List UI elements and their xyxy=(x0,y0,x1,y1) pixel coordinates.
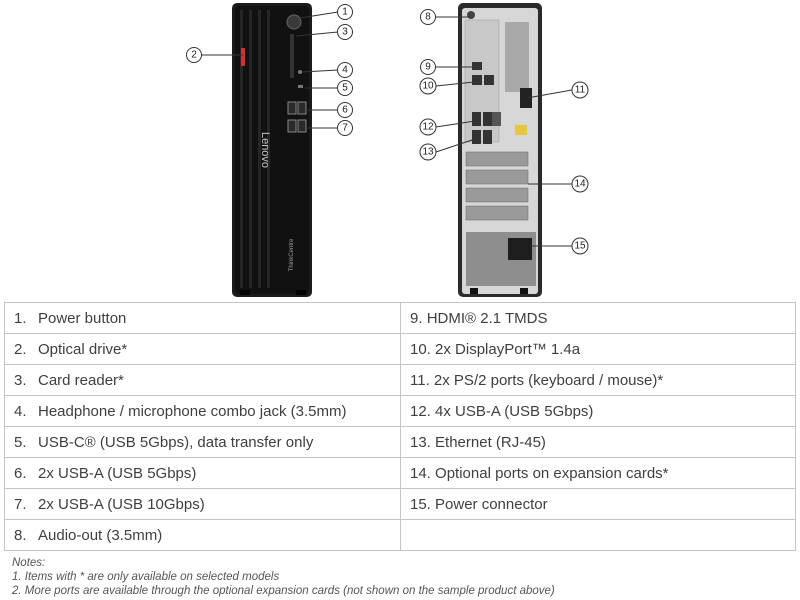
port-cell: 11. 2x PS/2 ports (keyboard / mouse)* xyxy=(400,364,796,396)
brand-front-text: Lenovo xyxy=(259,132,271,168)
svg-text:10: 10 xyxy=(422,81,434,92)
callout-1: 1 xyxy=(337,4,353,20)
port-label: Ethernet (RJ-45) xyxy=(435,433,546,451)
port-number: 15. xyxy=(410,495,431,513)
svg-text:6: 6 xyxy=(342,105,348,116)
port-cell: 3. Card reader* xyxy=(4,364,401,396)
port-label: 2x DisplayPort™ 1.4a xyxy=(435,340,581,358)
port-number: 13. xyxy=(410,433,431,451)
callout-5: 5 xyxy=(337,80,353,96)
port-number: 10. xyxy=(410,340,431,358)
svg-text:1: 1 xyxy=(342,7,348,18)
port-number: 2. xyxy=(14,340,27,358)
port-label: 2x USB-A (USB 10Gbps) xyxy=(38,495,205,513)
callout-11: 11 xyxy=(571,81,589,99)
callout-8: 8 xyxy=(420,9,436,25)
port-number: 9. xyxy=(410,309,423,327)
callout-14: 14 xyxy=(571,175,589,193)
svg-text:3: 3 xyxy=(342,27,348,38)
table-row: 1. Power button 9. HDMI® 2.1 TMDS xyxy=(4,302,796,334)
port-number: 5. xyxy=(14,433,27,451)
port-cell: 5. USB-C® (USB 5Gbps), data transfer only xyxy=(4,426,401,458)
table-row: 6. 2x USB-A (USB 5Gbps) 14. Optional port… xyxy=(4,457,796,489)
notes-heading: Notes: xyxy=(12,557,46,569)
product-port-diagram: Lenovo ThinkCentre xyxy=(186,3,589,297)
port-cell: 10. 2x DisplayPort™ 1.4a xyxy=(400,333,796,365)
table-row: 3. Card reader* 11. 2x PS/2 ports (keyboa… xyxy=(4,364,796,396)
port-number: 4. xyxy=(14,402,27,420)
port-label: Optical drive* xyxy=(38,340,128,358)
port-number: 1. xyxy=(14,309,27,327)
callout-12: 12 xyxy=(419,118,437,136)
port-label: Card reader* xyxy=(38,371,124,389)
port-label: USB-C® (USB 5Gbps), data transfer only xyxy=(38,433,314,451)
port-cell: 1. Power button xyxy=(4,302,401,334)
notes: Notes: 1. Items with * are only availabl… xyxy=(12,556,555,598)
port-number: 3. xyxy=(14,371,27,389)
callout-6: 6 xyxy=(337,102,353,118)
port-number: 14. xyxy=(410,464,431,482)
port-label: Optional ports on expansion cards* xyxy=(435,464,669,482)
svg-text:13: 13 xyxy=(422,147,434,158)
callout-9: 9 xyxy=(420,59,436,75)
svg-text:12: 12 xyxy=(422,122,434,133)
svg-text:8: 8 xyxy=(425,12,431,23)
port-label: Headphone / microphone combo jack (3.5mm… xyxy=(38,402,347,420)
port-number: 6. xyxy=(14,464,27,482)
note-line: 2. More ports are available through the … xyxy=(12,585,555,597)
rear-view xyxy=(458,3,542,297)
port-label: Power button xyxy=(38,309,127,327)
note-line: 1. Items with * are only available on se… xyxy=(12,571,280,583)
port-label: 2x USB-A (USB 5Gbps) xyxy=(38,464,197,482)
port-cell: 12. 4x USB-A (USB 5Gbps) xyxy=(400,395,796,427)
callout-13: 13 xyxy=(419,143,437,161)
callout-2: 2 xyxy=(186,47,202,63)
port-number: 11. xyxy=(410,371,430,389)
port-cell: 2. Optical drive* xyxy=(4,333,401,365)
callout-7: 7 xyxy=(337,120,353,136)
table-row: 8. Audio-out (3.5mm) xyxy=(4,519,796,551)
port-cell: 7. 2x USB-A (USB 10Gbps) xyxy=(4,488,401,520)
port-cell: 6. 2x USB-A (USB 5Gbps) xyxy=(4,457,401,489)
port-number: 12. xyxy=(410,402,431,420)
port-cell: 13. Ethernet (RJ-45) xyxy=(400,426,796,458)
port-label: 2x PS/2 ports (keyboard / mouse)* xyxy=(433,371,664,389)
port-number: 7. xyxy=(14,495,27,513)
port-cell-empty xyxy=(400,519,796,551)
ports-table: 1. Power button 9. HDMI® 2.1 TMDS 2. Optic… xyxy=(4,302,796,551)
port-number: 8. xyxy=(14,526,27,544)
callout-15: 15 xyxy=(571,237,589,255)
port-cell: 4. Headphone / microphone combo jack (3.5… xyxy=(4,395,401,427)
svg-text:4: 4 xyxy=(342,65,348,76)
port-label: HDMI® 2.1 TMDS xyxy=(426,309,548,327)
svg-text:15: 15 xyxy=(574,241,586,252)
table-row: 7. 2x USB-A (USB 10Gbps) 15. Power connec… xyxy=(4,488,796,520)
port-label: 4x USB-A (USB 5Gbps) xyxy=(435,402,594,420)
callout-4: 4 xyxy=(337,62,353,78)
leader-lines xyxy=(198,11,573,247)
svg-text:5: 5 xyxy=(342,83,348,94)
port-cell: 8. Audio-out (3.5mm) xyxy=(4,519,401,551)
port-label: Audio-out (3.5mm) xyxy=(38,526,163,544)
svg-text:11: 11 xyxy=(575,85,586,96)
callout-3: 3 xyxy=(337,24,353,40)
table-row: 2. Optical drive* 10. 2x DisplayPort™ 1.4… xyxy=(4,333,796,365)
svg-text:9: 9 xyxy=(425,62,431,73)
table-row: 5. USB-C® (USB 5Gbps), data transfer only… xyxy=(4,426,796,458)
brand-badge-text: ThinkCentre xyxy=(289,238,295,271)
port-cell: 9. HDMI® 2.1 TMDS xyxy=(400,302,796,334)
port-label: Power connector xyxy=(435,495,548,513)
port-cell: 15. Power connector xyxy=(400,488,796,520)
callout-10: 10 xyxy=(419,77,437,95)
table-row: 4. Headphone / microphone combo jack (3.5… xyxy=(4,395,796,427)
front-view: Lenovo ThinkCentre xyxy=(232,3,312,297)
svg-text:2: 2 xyxy=(191,50,197,61)
port-cell: 14. Optional ports on expansion cards* xyxy=(400,457,796,489)
svg-text:14: 14 xyxy=(574,179,586,190)
svg-text:7: 7 xyxy=(342,123,348,134)
